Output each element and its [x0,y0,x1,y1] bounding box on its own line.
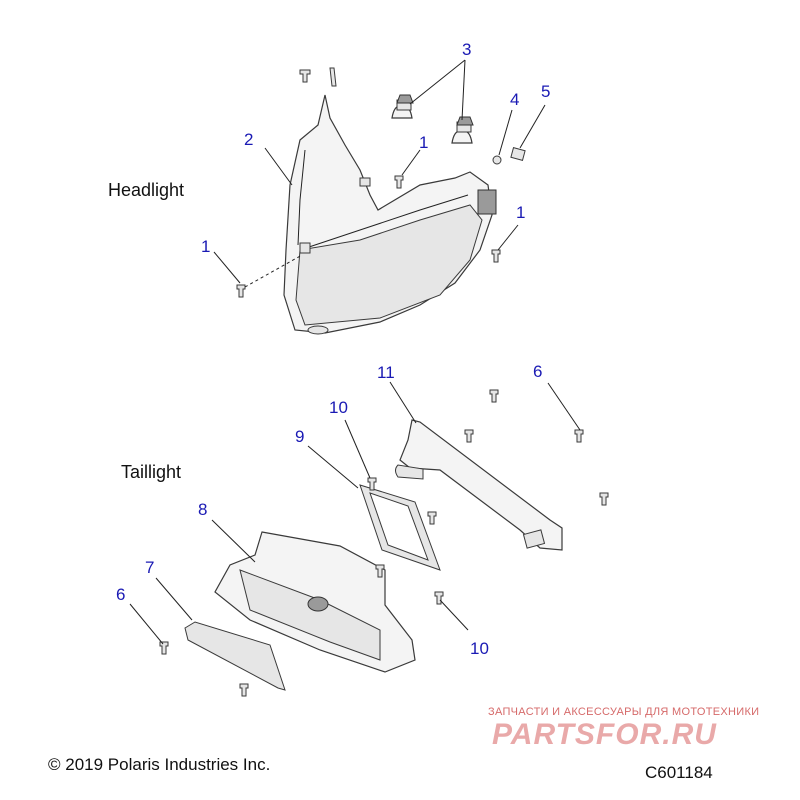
callout-1: 1 [201,237,211,256]
headlight-bulb [451,116,474,144]
clip [510,147,526,161]
headlight-connector [477,189,497,215]
watermark-tagline: ЗАПЧАСТИ И АКСЕССУАРЫ ДЛЯ МОТОТЕХНИКИ [488,706,760,718]
callout-10: 10 [329,398,348,417]
screw [375,564,385,578]
callout-1: 1 [516,203,526,222]
diagram-code: C601184 [645,763,713,782]
callout-1: 1 [419,133,429,152]
screw [489,389,499,403]
callout-11: 11 [377,363,395,382]
callout-3: 3 [462,40,472,59]
screw [236,284,246,298]
callout-8: 8 [198,500,208,519]
copyright-text: © 2019 Polaris Industries Inc. [48,755,271,774]
watermark-brand: PARTSFOR.RU [492,718,717,751]
screw [329,67,337,87]
callout-5: 5 [541,82,551,101]
callout-7: 7 [145,558,155,577]
screw [574,429,584,443]
callout-2: 2 [244,130,254,149]
callout-4: 4 [510,90,520,109]
section-label-taillight: Taillight [121,462,182,482]
taillight-gasket [359,484,441,571]
callout-6: 6 [116,585,126,604]
callout-10: 10 [470,639,489,658]
screw [159,641,169,655]
screw [464,429,474,443]
headlight-lens [295,204,483,326]
screw [239,683,249,697]
screw [599,492,609,506]
screw [491,249,501,263]
screw [299,69,311,83]
nut [492,155,502,165]
callout-6: 6 [533,362,543,381]
screw [367,477,377,491]
callout-9: 9 [295,427,305,446]
screw [427,511,437,525]
screw [394,175,404,189]
section-label-headlight: Headlight [108,180,185,200]
headlight-assembly [283,94,497,335]
headlight-bulb [391,94,414,119]
taillight-lens [184,621,286,691]
